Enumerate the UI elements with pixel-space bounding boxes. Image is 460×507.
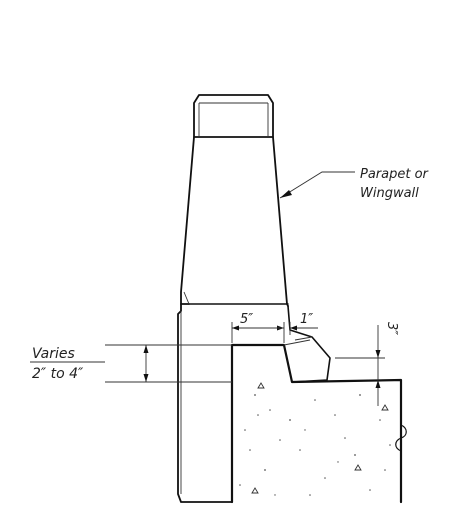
dimension-1in — [276, 322, 318, 335]
aggregate-triangles — [251, 382, 389, 494]
varies-label-line1: Varies — [32, 346, 75, 362]
parapet-wall — [180, 136, 289, 307]
lower-wall — [177, 303, 233, 503]
approach-slab — [230, 305, 407, 504]
dimension-varies — [30, 344, 232, 383]
dimension-3in — [335, 325, 385, 406]
dimension-1in-label: 1″ — [300, 312, 313, 327]
parapet-leader — [279, 171, 355, 199]
dimension-3in-label: 3″ — [384, 322, 399, 335]
parapet-cap — [193, 94, 274, 138]
parapet-label-line1: Parapet or — [360, 167, 430, 182]
parapet-label-line2: Wingwall — [360, 186, 419, 201]
dimension-5in-label: 5″ — [240, 312, 253, 327]
concrete-stipple — [239, 394, 391, 496]
varies-label-line2: 2″ to 4″ — [32, 366, 84, 382]
